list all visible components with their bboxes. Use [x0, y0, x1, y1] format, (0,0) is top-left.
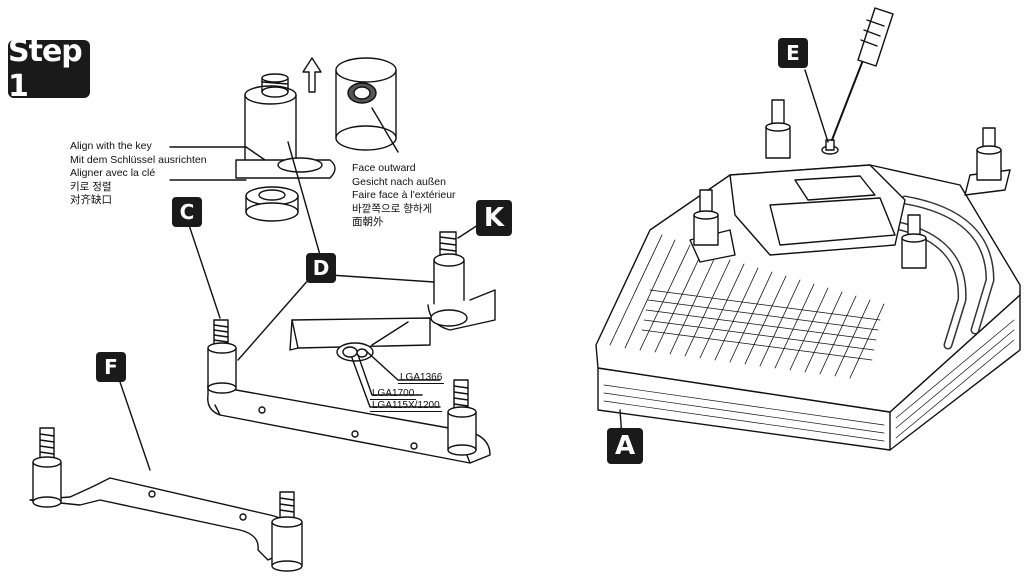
standoff-exploded-view [169, 57, 399, 256]
align-key-note: Align with the key Mit dem Schlüssel aus… [70, 140, 207, 208]
align-note-ko: 키로 정렬 [70, 180, 112, 193]
socket-label-lga115x: LGA115X/1200 [370, 400, 442, 412]
socket-label-lga1366: LGA1366 [398, 372, 445, 384]
heatsink-standoffs [693, 99, 1002, 269]
face-note-ko: 바깥쪽으로 향하게 [352, 202, 433, 215]
callout-c: C [172, 197, 202, 227]
face-note-en: Face outward [352, 162, 416, 174]
callout-k: K [476, 200, 512, 236]
bracket-f [29, 381, 303, 572]
align-note-en: Align with the key [70, 140, 152, 152]
callout-a: A [607, 428, 643, 464]
face-outward-note: Face outward Gesicht nach außen Faire fa… [352, 162, 456, 230]
callout-d: D [306, 253, 336, 283]
socket-label-lga1700: LGA1700 [370, 388, 417, 400]
align-note-zh: 对齐缺口 [70, 194, 112, 206]
align-note-de: Mit dem Schlüssel ausrichten [70, 153, 207, 166]
step-badge: Step 1 [8, 34, 90, 104]
callout-f: F [96, 352, 126, 382]
slot-detail [289, 224, 496, 408]
callout-e: E [778, 38, 808, 68]
heatsink-assembly [595, 7, 1021, 451]
face-note-fr: Faire face à l'extérieur [352, 189, 456, 201]
face-note-de: Gesicht nach außen [352, 175, 446, 188]
face-note-zh: 面朝外 [352, 216, 384, 228]
align-note-fr: Aligner avec la clé [70, 167, 156, 179]
bracket-d [187, 221, 491, 464]
